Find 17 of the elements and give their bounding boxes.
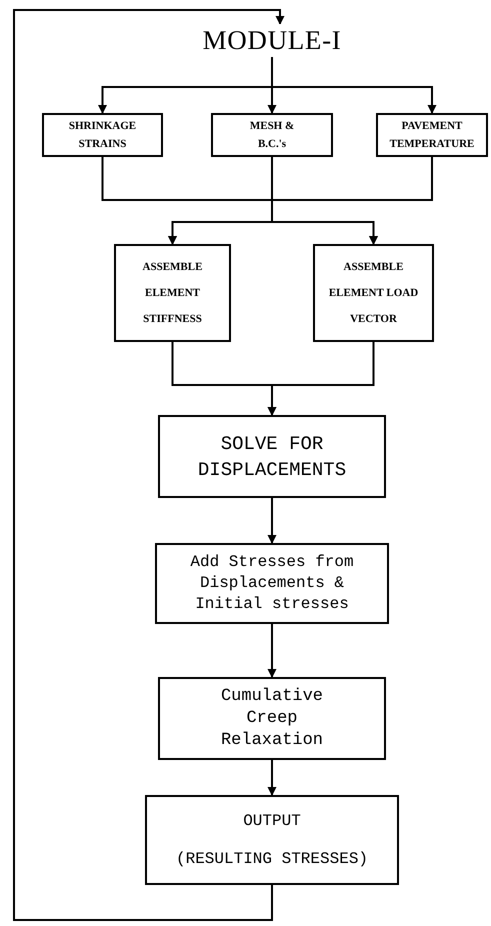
connector-arrow: [13, 9, 284, 921]
process-box: PAVEMENT TEMPERATURE: [376, 113, 488, 157]
box-text: OUTPUT: [243, 811, 301, 832]
connector-arrow: [268, 624, 276, 678]
process-box: Cumulative Creep Relaxation: [158, 677, 386, 760]
process-box: MESH & B.C.'s: [211, 113, 333, 157]
process-box: Add Stresses from Displacements & Initial stresses: [155, 543, 389, 624]
box-text: (RESULTING STRESSES): [176, 849, 368, 870]
connector-arrow: [268, 498, 276, 544]
connector-arrow: [268, 342, 374, 416]
connector-arrow: [271, 57, 436, 114]
connector-arrow: [268, 760, 276, 796]
process-box: SOLVE FOR DISPLACEMENTS: [158, 415, 386, 498]
process-box: ASSEMBLE ELEMENT STIFFNESS: [114, 244, 231, 342]
output-box: [145, 795, 399, 885]
process-box: SHRINKAGE STRAINS: [42, 113, 163, 157]
process-box: ASSEMBLE ELEMENT LOAD VECTOR: [313, 244, 434, 342]
